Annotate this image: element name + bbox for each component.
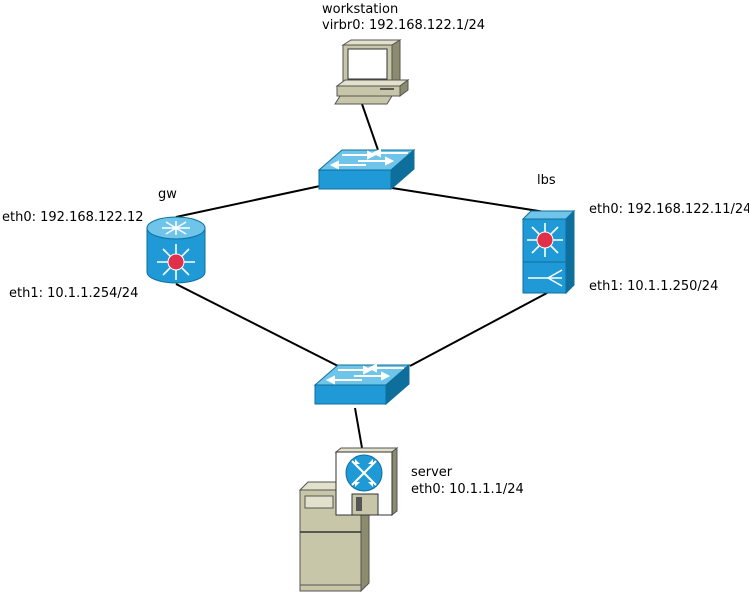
- gw-name: gw: [158, 187, 177, 202]
- gw-iface1: eth1: 10.1.1.254/24: [9, 286, 138, 301]
- link-top-switch-gw: [175, 185, 321, 218]
- server-iface: eth0: 10.1.1.1/24: [411, 482, 524, 497]
- lbs-load-balancer-icon[interactable]: [521, 209, 576, 295]
- lbs-iface1: eth1: 10.1.1.250/24: [589, 279, 718, 294]
- link-bottom-switch-server: [354, 407, 363, 449]
- lbs-name: lbs: [537, 173, 556, 188]
- bottom-switch-icon[interactable]: [313, 363, 411, 406]
- lbs-iface0: eth0: 192.168.122.11/24: [589, 202, 749, 217]
- links: [175, 103, 548, 449]
- server-icon[interactable]: [298, 446, 399, 592]
- link-lbs-bottom-switch: [409, 292, 548, 367]
- workstation-name: workstation: [322, 2, 398, 17]
- server-name: server: [411, 465, 453, 480]
- workstation-icon[interactable]: [334, 39, 410, 105]
- workstation-iface: virbr0: 192.168.122.1/24: [322, 18, 485, 33]
- link-gw-bottom-switch: [175, 283, 339, 367]
- top-switch-icon[interactable]: [317, 148, 416, 191]
- link-workstation-top-switch: [361, 103, 379, 151]
- link-top-switch-lbs: [391, 187, 546, 213]
- gw-router-icon[interactable]: [146, 216, 206, 284]
- gw-iface0: eth0: 192.168.122.12: [2, 210, 144, 225]
